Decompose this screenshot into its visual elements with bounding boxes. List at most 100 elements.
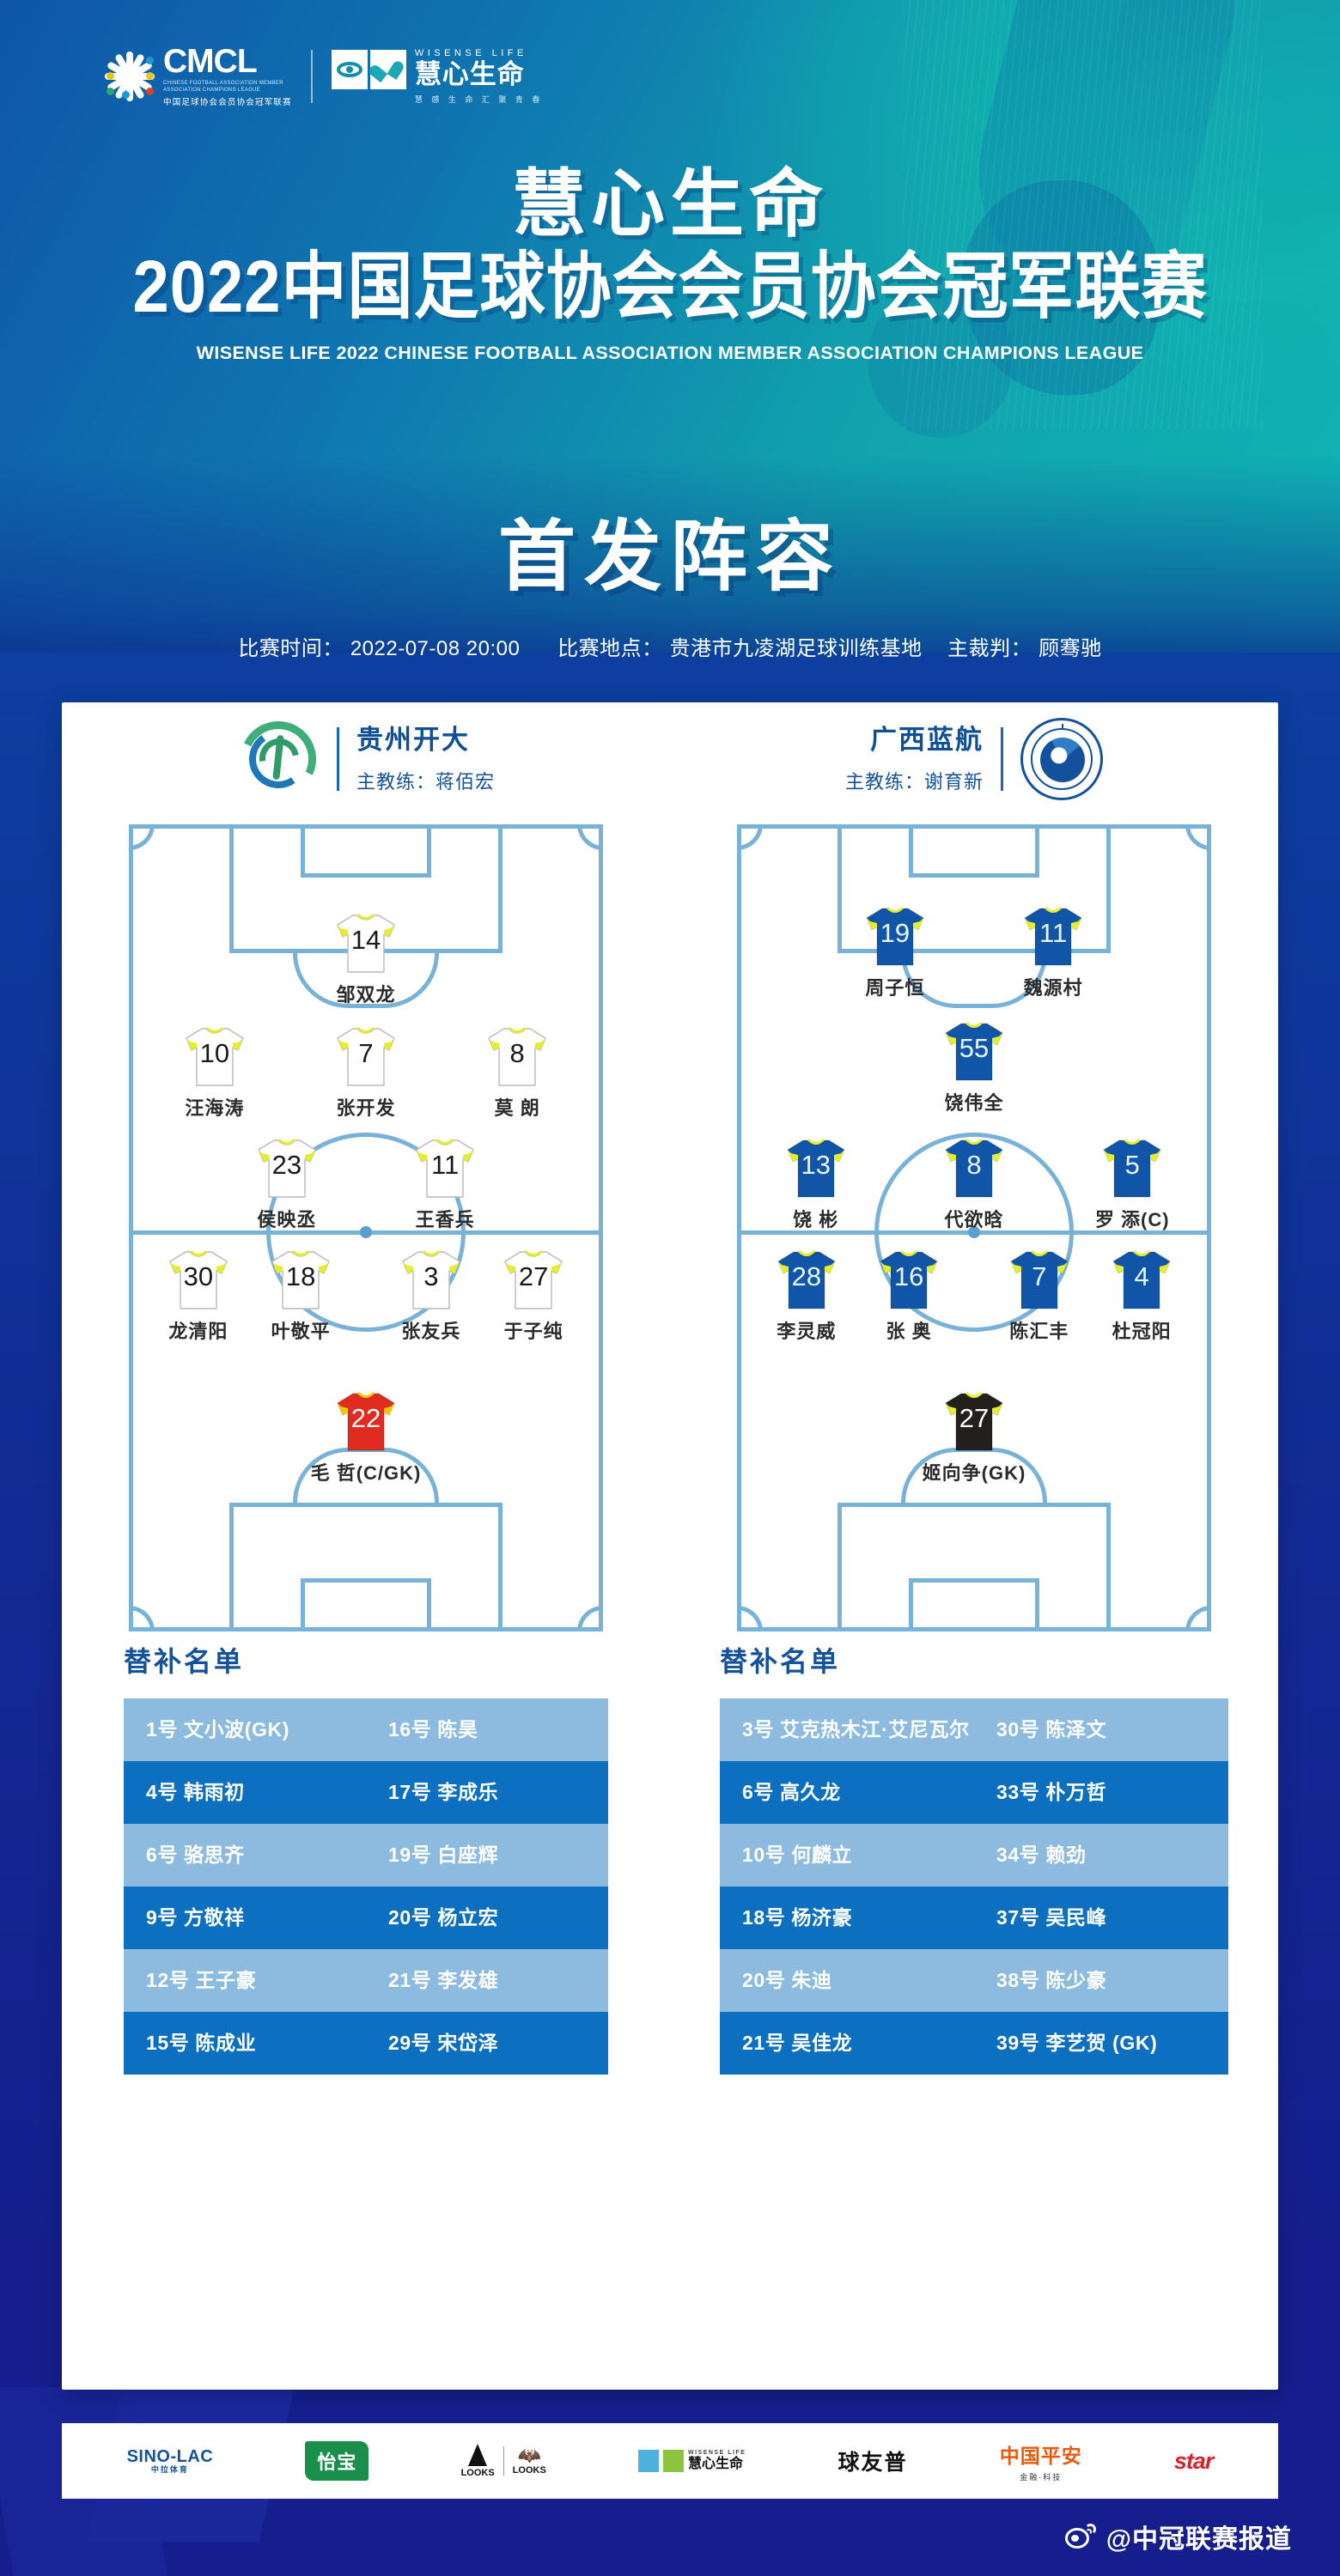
weibo-watermark: @中冠联赛报道 bbox=[1064, 2518, 1292, 2555]
jersey-icon: 16 bbox=[877, 1248, 941, 1313]
jersey-icon: 55 bbox=[942, 1019, 1006, 1084]
player-name: 姬向争(GK) bbox=[922, 1462, 1026, 1484]
sponsor-sinolac-name: SINO-LAC bbox=[126, 2447, 214, 2467]
jersey-number: 19 bbox=[880, 918, 911, 948]
sponsor-looks1-name: LOOKS bbox=[460, 2467, 495, 2478]
player-name: 叶敬平 bbox=[271, 1321, 331, 1342]
away-team-name: 广西蓝航 bbox=[870, 725, 984, 756]
away-subs-title: 替补名单 bbox=[720, 1646, 841, 1677]
jersey-icon: 8 bbox=[485, 1024, 549, 1090]
home-player-18[interactable]: 18 叶敬平 bbox=[232, 1248, 369, 1344]
away-substitute-entry: 18号 杨济豪 bbox=[742, 1906, 853, 1929]
player-name: 于子纯 bbox=[503, 1321, 563, 1342]
cmcl-wordmark: CMCL CHINESE FOOTBALL ASSOCIATION MEMBER… bbox=[163, 45, 292, 107]
home-substitute-entry: 15号 陈成业 bbox=[146, 2032, 257, 2055]
away-substitute-entry: 3号 艾克热木江·艾尼瓦尔 bbox=[742, 1718, 970, 1741]
away-substitute-entry: 10号 何麟立 bbox=[742, 1844, 853, 1867]
away-player-13[interactable]: 13 饶 彬 bbox=[747, 1136, 885, 1232]
hero-blob-c bbox=[962, 180, 1160, 395]
snowflake-dot bbox=[146, 71, 154, 80]
home-player-10[interactable]: 10 汪海涛 bbox=[146, 1024, 283, 1121]
away-team-text: 广西蓝航 主教练：谢育新 bbox=[845, 724, 984, 793]
jersey-number: 28 bbox=[791, 1261, 822, 1291]
away-substitute-entry: 21号 吴佳龙 bbox=[742, 2032, 853, 2055]
home-substitute-entry: 1号 文小波(GK) bbox=[146, 1718, 289, 1741]
away-player-27[interactable]: 27 姬向争(GK) bbox=[905, 1389, 1043, 1485]
wisense-mark-icon bbox=[331, 49, 406, 89]
snowflake-dot bbox=[146, 87, 154, 95]
away-substitute-entry: 38号 陈少豪 bbox=[996, 1969, 1107, 1992]
cmcl-abbr: CMCL bbox=[163, 43, 258, 80]
weibo-icon bbox=[1064, 2524, 1098, 2549]
jersey-icon: 13 bbox=[784, 1136, 848, 1201]
sponsor-looks2-name: LOOKS bbox=[512, 2464, 546, 2476]
eye-icon bbox=[331, 49, 368, 89]
table-row: 10号 何麟立 34号 赖劲 bbox=[720, 1824, 1228, 1886]
home-substitute-entry: 12号 王子豪 bbox=[146, 1969, 257, 1992]
jersey-number: 14 bbox=[350, 925, 381, 955]
looks-bat-icon: 🦇 LOOKS bbox=[512, 2444, 546, 2476]
away-player-5[interactable]: 5 罗 添(C) bbox=[1063, 1136, 1201, 1232]
sponsor-bar: SINO-LAC 中拉体育 怡宝 LOOKS 🦇 LOOKS WISENSE L… bbox=[62, 2423, 1278, 2499]
match-info-line: 比赛时间：2022-07-08 20:00 比赛地点：贵港市九凌湖足球训练基地 … bbox=[0, 631, 1340, 661]
jersey-number: 18 bbox=[285, 1261, 316, 1291]
match-venue-value: 贵港市九凌湖足球训练基地 bbox=[669, 637, 923, 660]
weibo-handle: @中冠联赛报道 bbox=[1106, 2525, 1292, 2554]
sponsor-wisense: WISENSE LIFE 慧心生命 bbox=[637, 2437, 746, 2485]
jersey-number: 5 bbox=[1124, 1150, 1140, 1180]
wisense-english-name: WISENSE LIFE bbox=[414, 47, 527, 58]
player-name: 罗 添(C) bbox=[1094, 1209, 1170, 1230]
logo-bar: CMCL CHINESE FOOTBALL ASSOCIATION MEMBER… bbox=[103, 45, 543, 107]
jersey-number: 16 bbox=[893, 1261, 924, 1291]
home-substitute-entry: 4号 韩雨初 bbox=[146, 1781, 245, 1804]
jersey-icon: 11 bbox=[1021, 904, 1085, 969]
hero-fade bbox=[0, 455, 1340, 678]
home-player-8[interactable]: 8 莫 朗 bbox=[448, 1024, 586, 1121]
player-name: 汪海涛 bbox=[185, 1097, 245, 1119]
hero-banner bbox=[0, 0, 1340, 678]
home-player-7[interactable]: 7 张开发 bbox=[297, 1024, 435, 1121]
sponsor-qiuyoupu: 球友普 bbox=[838, 2437, 908, 2485]
away-team-logo-icon bbox=[1020, 718, 1103, 800]
player-name: 张开发 bbox=[336, 1097, 396, 1119]
sponsor-pingan-name: 中国平安 bbox=[999, 2445, 1082, 2467]
team-headers: 贵州开大 主教练：蒋佰宏 广西蓝航 主教练：谢育新 bbox=[62, 702, 1278, 816]
player-name: 饶 彬 bbox=[793, 1209, 839, 1230]
jersey-number: 10 bbox=[199, 1038, 230, 1068]
player-name: 毛 哲(C/GK) bbox=[310, 1462, 422, 1484]
jersey-icon: 7 bbox=[334, 1024, 398, 1090]
player-name: 莫 朗 bbox=[494, 1097, 540, 1119]
away-substitute-entry: 34号 赖劲 bbox=[996, 1844, 1087, 1867]
jersey-icon: 10 bbox=[183, 1024, 247, 1090]
lineup-card: 贵州开大 主教练：蒋佰宏 广西蓝航 主教练：谢育新 bbox=[62, 702, 1278, 2390]
jersey-number: 27 bbox=[959, 1403, 990, 1433]
home-header-divider bbox=[336, 727, 339, 791]
sponsor-yibao: 怡宝 bbox=[305, 2437, 369, 2485]
hero-stripes bbox=[902, 0, 1263, 429]
jersey-number: 8 bbox=[509, 1038, 525, 1068]
away-substitute-entry: 39号 李艺贺 (GK) bbox=[996, 2032, 1158, 2055]
